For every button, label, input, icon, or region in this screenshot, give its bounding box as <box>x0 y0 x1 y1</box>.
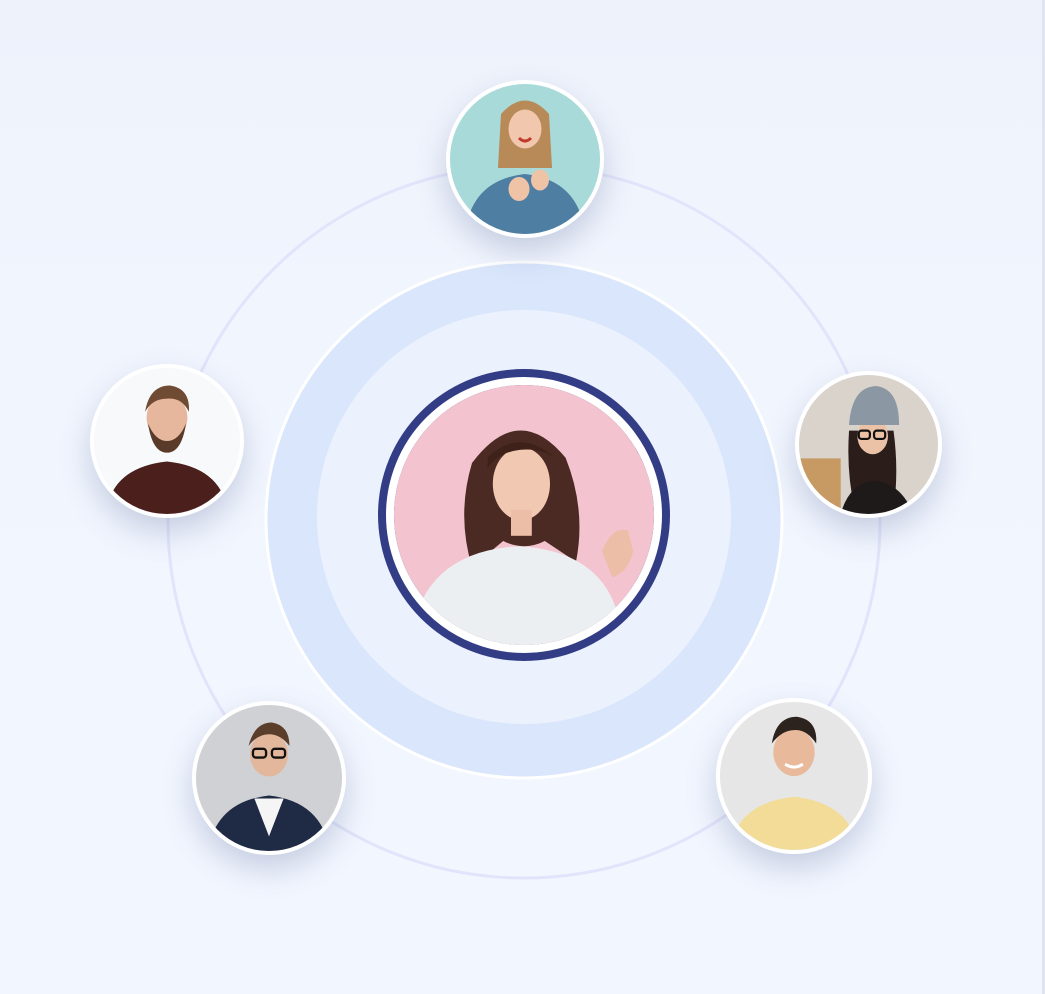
man-yellow-shirt-portrait-icon <box>720 702 868 850</box>
woman-denim-jacket-portrait-icon <box>450 84 600 234</box>
edge-divider <box>1042 0 1045 994</box>
avatar-bottom-left <box>192 701 346 855</box>
avatar-bottom-right <box>716 698 872 854</box>
woman-pink-background-portrait-icon <box>394 385 654 645</box>
man-glasses-blazer-portrait-icon <box>196 705 342 851</box>
avatar-left <box>90 364 244 518</box>
avatar-right <box>795 371 942 518</box>
avatar-top <box>446 80 604 238</box>
center-avatar <box>386 377 662 653</box>
woman-beanie-glasses-portrait-icon <box>799 375 938 514</box>
man-beard-portrait-icon <box>94 368 240 514</box>
